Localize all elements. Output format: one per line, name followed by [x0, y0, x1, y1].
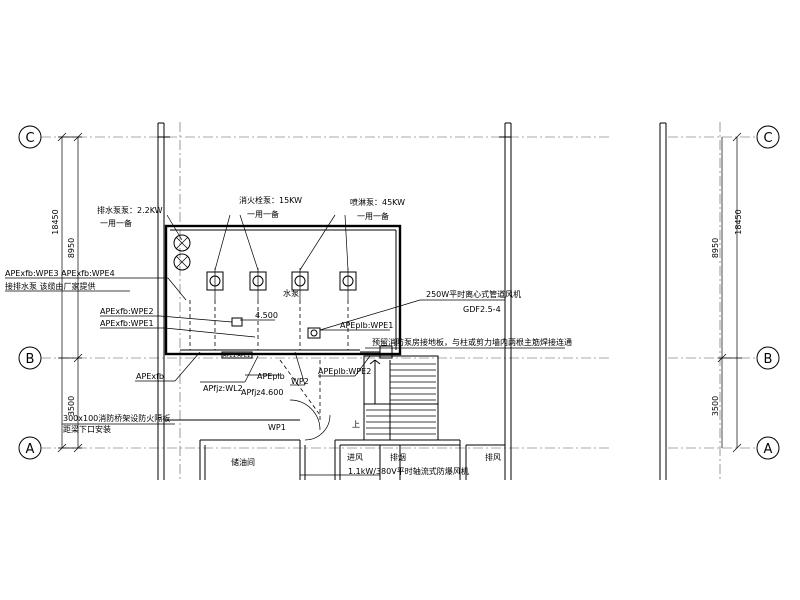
fan-11kw-label: 1.1kW/380V平时轴流式防爆风机	[348, 466, 469, 476]
axis-label-a-left: A	[26, 442, 35, 457]
spray-pumps	[291, 268, 357, 300]
apfjz-wl2-label: APfjz:WL2	[203, 384, 243, 393]
annotations: 排水泵泵：2.2KW 一用一备 消火栓泵：15KW 一用一备 喷淋泵：45KW …	[5, 195, 572, 476]
wp2-label: WP2	[291, 377, 309, 386]
axis-bubble-b-left: B	[18, 346, 42, 370]
annotation-leaders	[5, 277, 565, 476]
axis-bubble-c-right: C	[756, 125, 780, 149]
apexfb-label: APExfb	[136, 372, 164, 381]
ape-wpe34-label: APExfb:WPE3 APExfb:WPE4	[5, 269, 115, 278]
oil-room-label: 储油间	[231, 457, 255, 467]
dim-left-upper: 8950	[67, 238, 76, 258]
exhaust-label: 排风	[485, 452, 501, 462]
cable-routes	[180, 300, 393, 420]
dim-left-total: 18450	[51, 209, 60, 234]
building-walls	[157, 122, 667, 480]
axis-label-a-right: A	[764, 442, 773, 457]
gdf-label: GDF2.5-4	[463, 305, 501, 314]
stair-up-label: 上	[352, 420, 360, 429]
axis-label-c-left: C	[25, 131, 34, 146]
panel-label: APE1 APE1	[223, 353, 250, 359]
intake-label: 进风	[347, 453, 363, 462]
fan-250w-label: 250W平时离心式管道风机	[426, 289, 521, 299]
axis-bubble-b-right: B	[756, 346, 780, 370]
drain-supply-label: 接排水泵 该缆由厂家提供	[5, 281, 96, 291]
dim-right-total: 18450	[734, 209, 743, 234]
water-pump-label: 水泵	[283, 288, 299, 298]
smoke-room-label: 排烟	[390, 452, 406, 462]
fire-pump-sub-label: 一用一备	[247, 209, 279, 219]
axis-label-b-left: B	[26, 352, 35, 367]
tray-note-label: 300x100消防桥架设防火隔板	[63, 413, 170, 423]
drain-pump-label: 排水泵泵：2.2KW	[97, 205, 163, 215]
ape-wpe2-label: APExfb:WPE2	[100, 307, 154, 316]
apeplb-label: APEplb	[257, 372, 285, 381]
drain-pumps	[173, 234, 191, 271]
ground-note-label: 预留消防泵房接地板，与柱或剪力墙内两根主筋焊接连通	[372, 337, 572, 347]
axis-bubble-a-left: A	[18, 436, 42, 460]
pump-leaders	[166, 214, 349, 271]
staircase: 上	[352, 355, 439, 441]
drain-pump-sub-label: 一用一备	[100, 218, 132, 228]
fire-pumps	[206, 268, 267, 300]
tray-note2-label: 距梁下口安装	[63, 424, 111, 434]
fire-pump-label: 消火栓泵：15KW	[239, 195, 302, 205]
axis-label-c-right: C	[763, 131, 772, 146]
spray-pump-label: 喷淋泵：45KW	[350, 197, 405, 207]
axis-bubble-c-left: C	[18, 125, 42, 149]
spray-pump-sub-label: 一用一备	[357, 211, 389, 221]
dimension-left: 18450 8950 3500	[51, 132, 83, 453]
dimension-right: 18450 8950 3500	[711, 132, 743, 453]
dim-left-lower: 3500	[67, 396, 76, 416]
axis-label-b-right: B	[764, 352, 773, 367]
dim-right-upper: 8950	[711, 238, 720, 258]
apeplb-wpe2-label: APEplb:WPE2	[318, 367, 371, 376]
axis-bubble-a-right: A	[756, 436, 780, 460]
ape-wpe1-label: APExfb:WPE1	[100, 319, 154, 328]
grid-lines	[41, 122, 757, 480]
dim-right-lower: 3500	[711, 396, 720, 416]
wp1-label: WP1	[268, 423, 286, 432]
elev-4500-label: 4.500	[255, 311, 278, 320]
apeplb-wpe1-label: APEplb:WPE1	[340, 321, 393, 330]
apfjz-4600-label: APfjz4.600	[241, 388, 283, 397]
